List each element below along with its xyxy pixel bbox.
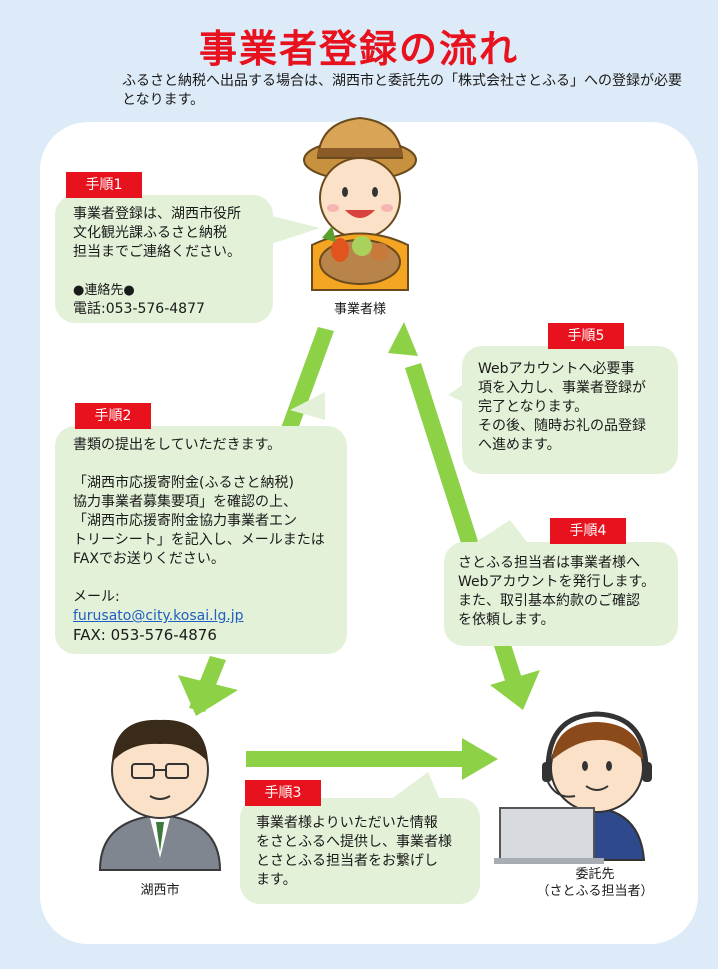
step1-phone: 電話:053-576-4877 <box>73 301 205 317</box>
step3-text-3: とさとふる担当者をお繋げし <box>256 853 438 869</box>
step1-contact-heading: ●連絡先● <box>73 283 135 298</box>
step1-text-1: 事業者登録は、湖西市役所 <box>73 206 241 222</box>
step1-text-3: 担当までご連絡ください。 <box>73 244 241 260</box>
step4-text-1: さとふる担当者は事業者様へ <box>458 555 640 571</box>
arrow-to-agent-shaft <box>246 751 466 767</box>
step2-fax: FAX: 053-576-4876 <box>73 626 217 644</box>
step5-text-3: 完了となります。 <box>478 399 589 415</box>
bubble2-tail <box>290 392 325 420</box>
step2-text-5: トリーシート」を記入し、メールまたは <box>73 532 325 548</box>
arrow-to-business-head <box>388 322 418 356</box>
step5-text-5: へ進めます。 <box>478 437 561 453</box>
agent-caption-line1: 委託先 <box>575 867 615 882</box>
step2-mail-label: メール: <box>73 589 120 605</box>
step4-text-3: また、取引基本約款のご確認 <box>458 593 640 609</box>
step1-text-2: 文化観光課ふるさと納税 <box>73 225 227 241</box>
arrow-to-city-head <box>178 675 238 716</box>
step1-badge: 手順1 <box>66 172 142 198</box>
step4-text-2: Webアカウントを発行します。 <box>458 574 656 590</box>
intro-text: ふるさと納税へ出品する場合は、湖西市と委託先の「株式会社さとふる」への登録が必要… <box>122 73 682 108</box>
agent-caption-line2: （さとふる担当者） <box>536 884 654 899</box>
step3-text-1: 事業者様よりいただいた情報 <box>256 815 438 831</box>
bubble4-tail <box>470 520 530 546</box>
arrow-to-agent-head <box>462 738 498 780</box>
step2-text-6: FAXでお送りください。 <box>73 551 225 567</box>
step2-bubble: 書類の提出をしていただきます。 「湖西市応援寄附金(ふるさと納税) 協力事業者募… <box>55 426 347 654</box>
step2-text-2: 「湖西市応援寄附金(ふるさと納税) <box>73 475 294 491</box>
bubble1-tail <box>268 215 320 245</box>
step1-bubble: 事業者登録は、湖西市役所 文化観光課ふるさと納税 担当までご連絡ください。 ●連… <box>55 195 273 323</box>
arrow-to-agent-from-business-head <box>490 670 540 710</box>
step2-text-4: 「湖西市応援寄附金協力事業者エン <box>73 513 297 529</box>
step5-text-1: Webアカウントへ必要事 <box>478 361 635 377</box>
step2-text-3: 協力事業者募集要項」を確認の上、 <box>73 494 297 510</box>
business-caption: 事業者様 <box>333 302 386 317</box>
page-title: 事業者登録の流れ <box>198 27 519 71</box>
email-link[interactable]: furusato@city.kosai.lg.jp <box>73 608 244 624</box>
step5-text-2: 項を入力し、事業者登録が <box>478 380 646 396</box>
bubble3-tail <box>390 772 440 800</box>
step5-text-4: その後、随時お礼の品登録 <box>478 418 646 434</box>
agent-caption: 委託先 （さとふる担当者） <box>520 866 670 900</box>
step4-text-4: を依頼します。 <box>458 612 555 628</box>
arrow-to-city <box>278 327 334 440</box>
step5-bubble: Webアカウントへ必要事 項を入力し、事業者登録が 完了となります。 その後、随… <box>462 346 678 474</box>
step4-bubble: さとふる担当者は事業者様へ Webアカウントを発行します。 また、取引基本約款の… <box>444 542 678 646</box>
step2-badge: 手順2 <box>75 403 151 429</box>
step3-badge: 手順3 <box>245 780 321 806</box>
step5-badge: 手順5 <box>548 323 624 349</box>
step3-bubble: 事業者様よりいただいた情報 をさとふるへ提供し、事業者様 とさとふる担当者をお繋… <box>240 798 480 904</box>
step3-text-2: をさとふるへ提供し、事業者様 <box>256 834 452 850</box>
step4-badge: 手順4 <box>550 518 626 544</box>
step2-text-1: 書類の提出をしていただきます。 <box>73 437 282 453</box>
city-caption: 湖西市 <box>140 883 180 898</box>
step3-text-4: ます。 <box>256 872 297 888</box>
